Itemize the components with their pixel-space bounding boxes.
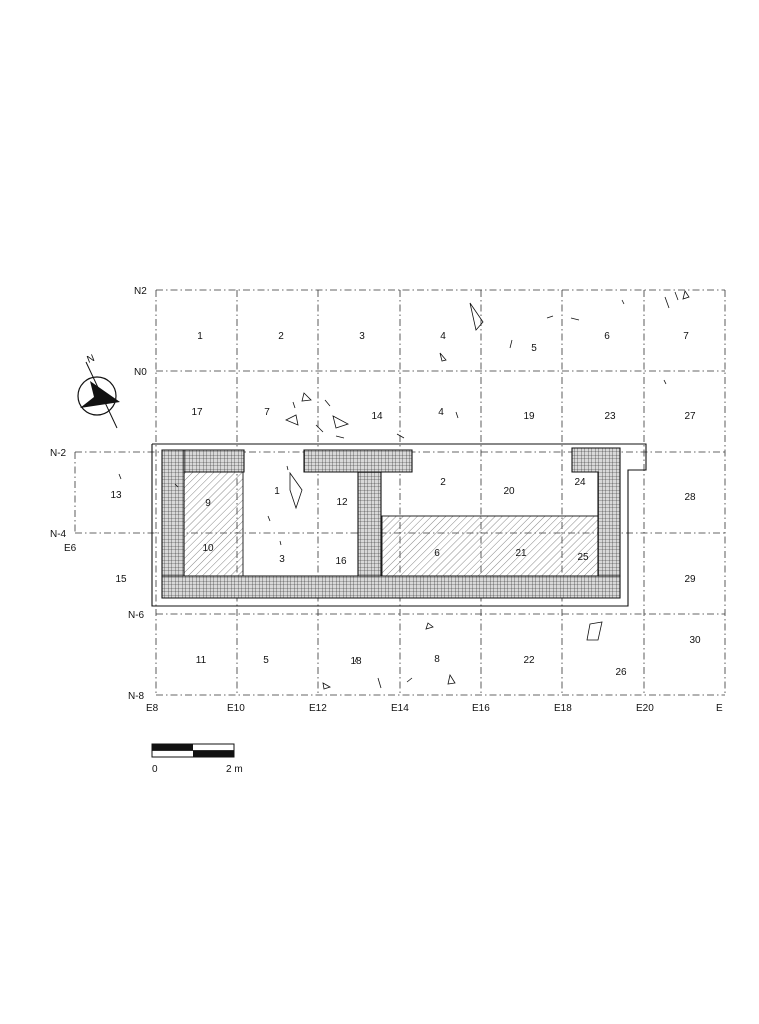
floor-area-east bbox=[381, 515, 599, 577]
square-number: 4 bbox=[438, 407, 444, 418]
x-label-e12: E12 bbox=[309, 703, 327, 714]
y-label-n-2: N-2 bbox=[50, 448, 67, 459]
square-number: 1 bbox=[197, 331, 203, 342]
square-number: 6 bbox=[434, 548, 440, 559]
x-label-e18: E18 bbox=[554, 703, 572, 714]
y-label-n0: N0 bbox=[134, 367, 147, 378]
x-label-e10: E10 bbox=[227, 703, 245, 714]
square-number: 7 bbox=[264, 407, 270, 418]
square-number: 2 bbox=[278, 331, 284, 342]
square-number: 9 bbox=[205, 498, 211, 509]
y-label-n-8: N-8 bbox=[128, 691, 145, 702]
square-number: 29 bbox=[684, 574, 696, 585]
north-arrow-circle bbox=[77, 376, 117, 416]
scale-bar-start: 0 bbox=[152, 764, 158, 775]
square-number: 16 bbox=[335, 556, 347, 567]
x-label-e16: E16 bbox=[472, 703, 490, 714]
square-number: 12 bbox=[336, 497, 348, 508]
square-number: 24 bbox=[574, 477, 586, 488]
square-number: 3 bbox=[279, 554, 285, 565]
structure bbox=[151, 443, 647, 607]
x-label-e8: E8 bbox=[146, 703, 159, 714]
square-number: 19 bbox=[523, 411, 535, 422]
y-label-n-6: N-6 bbox=[128, 610, 145, 621]
scale-bar: 0 2 m bbox=[151, 743, 243, 775]
y-label-n2: N2 bbox=[134, 286, 147, 297]
square-number: 5 bbox=[531, 343, 537, 354]
square-number: 1 bbox=[274, 486, 280, 497]
square-number: 21 bbox=[515, 548, 527, 559]
y-label-n-4: N-4 bbox=[50, 529, 67, 540]
wall-east bbox=[571, 447, 621, 577]
wall-northwest bbox=[183, 449, 245, 473]
square-number: 26 bbox=[615, 667, 627, 678]
square-number: 6 bbox=[604, 331, 610, 342]
x-label-e6: E6 bbox=[64, 543, 77, 554]
square-number: 2 bbox=[440, 477, 446, 488]
x-label-e20: E20 bbox=[636, 703, 654, 714]
outer-trench-outline bbox=[151, 443, 647, 607]
square-number: 27 bbox=[684, 411, 696, 422]
square-number: 15 bbox=[115, 574, 127, 585]
square-number: 4 bbox=[440, 331, 446, 342]
north-arrow-pointer bbox=[80, 381, 120, 408]
floor-area-west bbox=[183, 471, 244, 577]
square-number: 8 bbox=[434, 654, 440, 665]
square-number: 5 bbox=[263, 655, 269, 666]
wall-west bbox=[161, 449, 185, 577]
square-number: 18 bbox=[350, 656, 362, 667]
square-number: 3 bbox=[359, 331, 365, 342]
stone-fragments bbox=[118, 290, 690, 690]
scale-bar-end: 2 m bbox=[226, 764, 243, 775]
square-number: 30 bbox=[689, 635, 701, 646]
north-arrow: N bbox=[77, 353, 120, 429]
x-label-e: E bbox=[716, 703, 723, 714]
wall-t-top bbox=[303, 449, 413, 473]
north-arrow-label: N bbox=[86, 353, 97, 366]
square-number: 25 bbox=[577, 552, 589, 563]
square-number: 10 bbox=[202, 543, 214, 554]
wall-t-stem bbox=[357, 471, 382, 577]
square-number: 28 bbox=[684, 492, 696, 503]
x-label-e14: E14 bbox=[391, 703, 409, 714]
square-number: 14 bbox=[371, 411, 383, 422]
square-number: 11 bbox=[196, 655, 207, 666]
square-number: 13 bbox=[110, 490, 122, 501]
grid-labels: E8 E10 E12 E14 E16 E18 E20 E N2 N0 N-2 N… bbox=[50, 286, 723, 714]
square-number: 7 bbox=[683, 331, 689, 342]
square-number: 22 bbox=[523, 655, 535, 666]
square-number: 20 bbox=[503, 486, 515, 497]
wall-south bbox=[161, 575, 621, 599]
square-numbers: 1 2 3 4 5 6 7 17 7 14 4 19 23 27 13 1 2 … bbox=[110, 331, 701, 678]
square-number: 17 bbox=[191, 407, 203, 418]
square-number: 23 bbox=[604, 411, 616, 422]
